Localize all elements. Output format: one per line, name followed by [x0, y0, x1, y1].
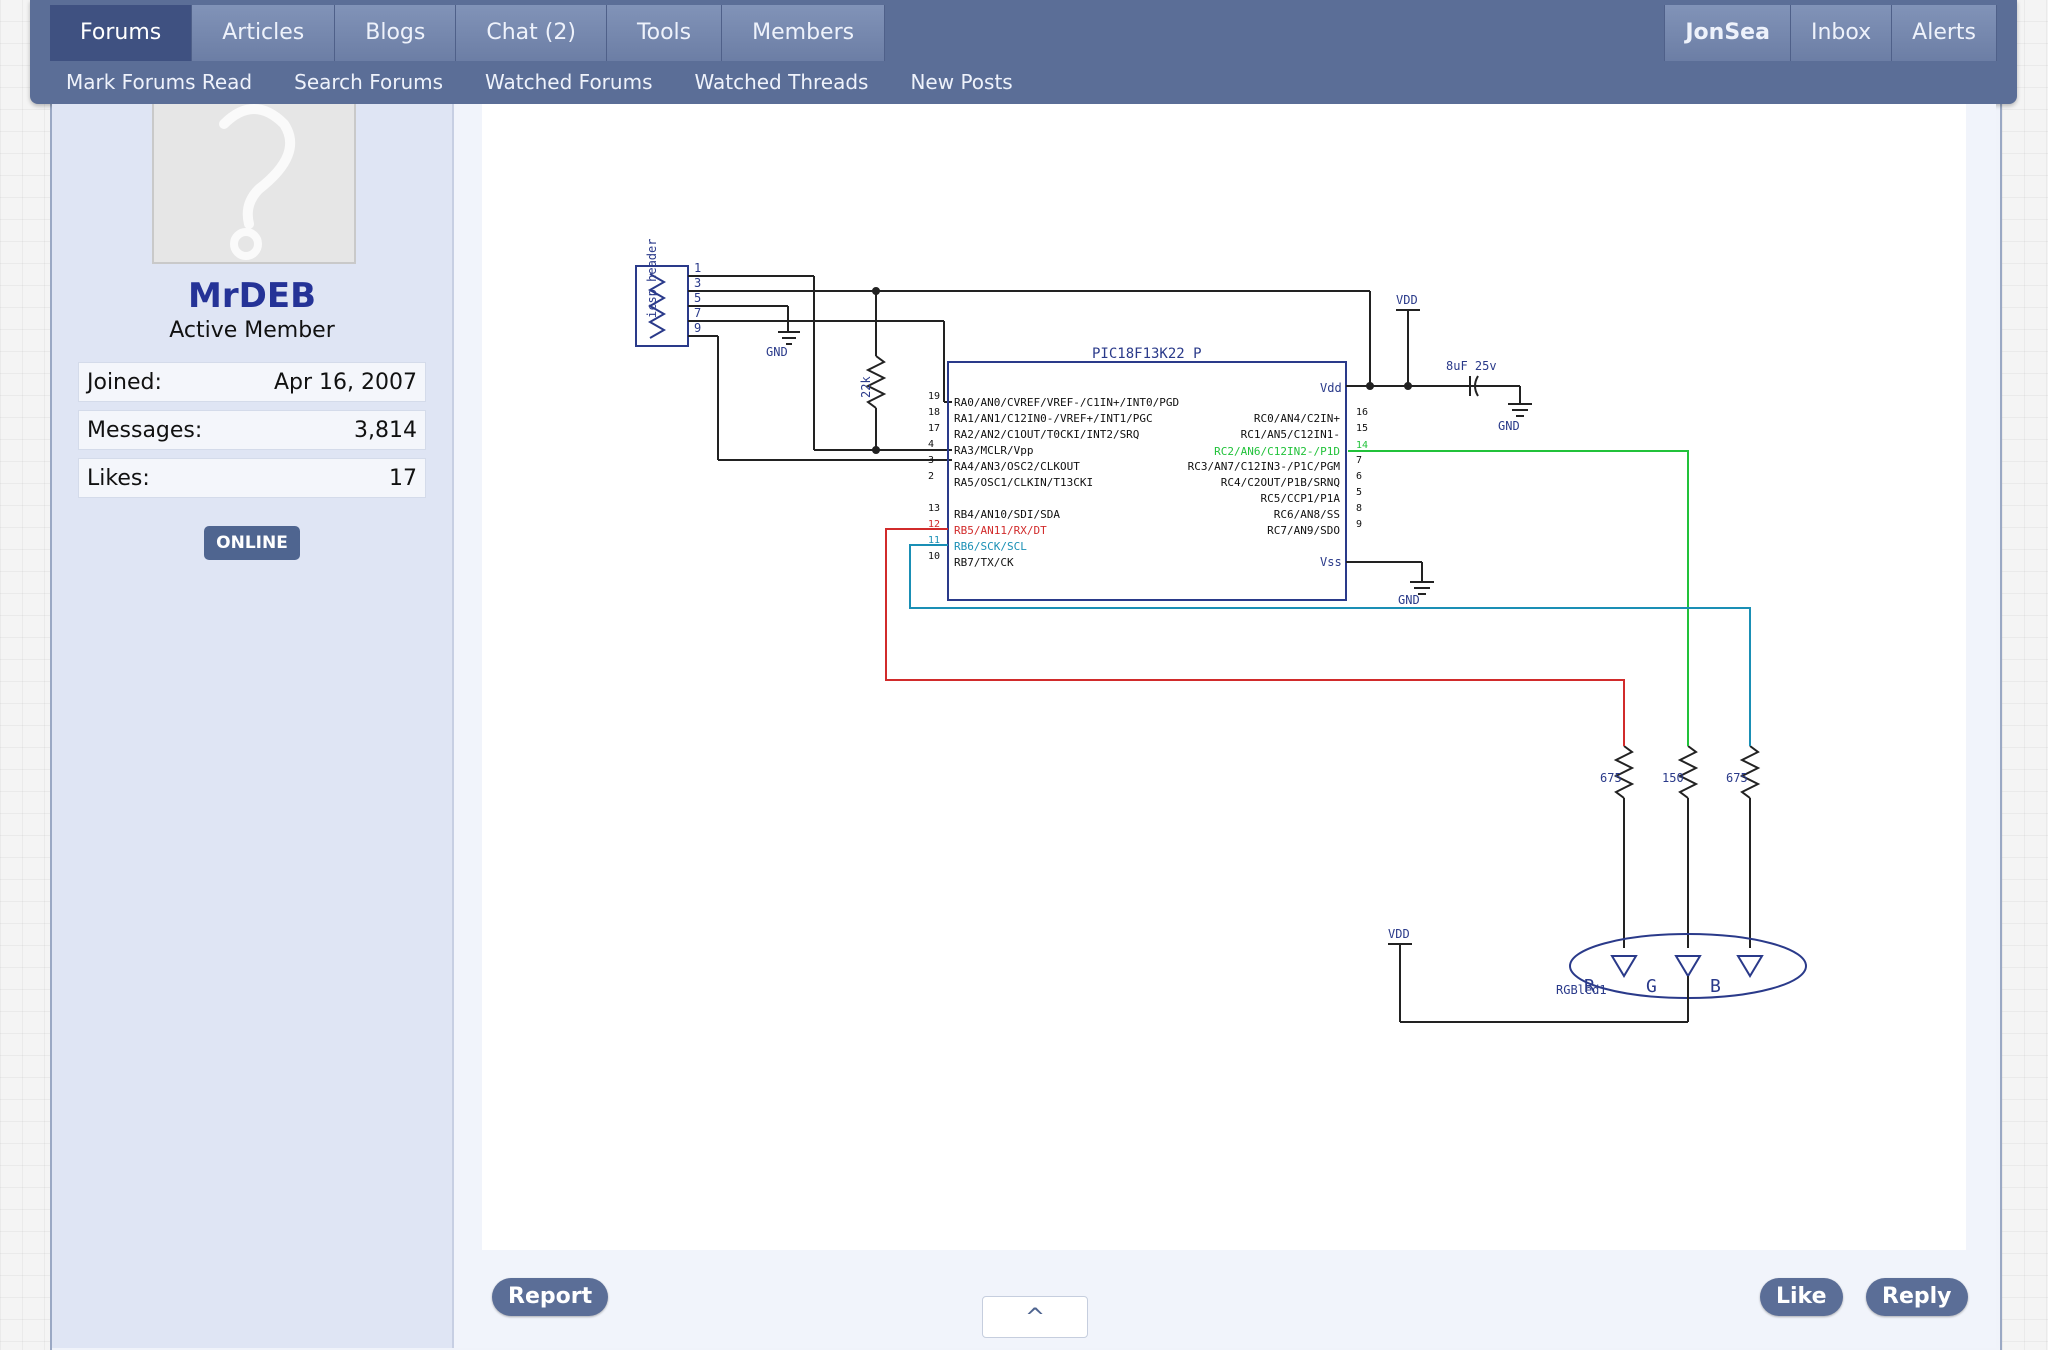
chip-left-pin-number: 4 — [928, 439, 934, 450]
header-pin-1: 1 — [694, 261, 701, 275]
message-user-info: MrDEB Active Member Joined: Apr 16, 2007… — [52, 104, 454, 1348]
forums-subnav: Mark Forums Read Search Forums Watched F… — [66, 64, 1055, 100]
subnav-watched-threads[interactable]: Watched Threads — [694, 70, 869, 94]
chip-right-pin-label: RC2/AN6/C12IN2-/P1D — [1214, 445, 1340, 458]
report-button[interactable]: Report — [492, 1278, 609, 1316]
chip-right-pin-number: 7 — [1356, 455, 1362, 466]
led-label: RGBled1 — [1556, 983, 1607, 997]
schematic-image[interactable]: icsp header 1 3 5 7 9 GND 22k PIC18F13K2… — [482, 104, 1966, 1250]
gnd-vss-label: GND — [1398, 593, 1420, 607]
stat-value[interactable]: 3,814 — [354, 417, 417, 443]
poster-user-title: Active Member — [169, 318, 335, 343]
chip-right-pin-number: 15 — [1356, 423, 1368, 434]
resistor-b-label: 675 — [1726, 771, 1748, 785]
chip-left-pin-number: 2 — [928, 471, 934, 482]
stat-value: Apr 16, 2007 — [273, 369, 417, 395]
header-pin-9: 9 — [694, 321, 701, 335]
header-pin-3: 3 — [694, 276, 701, 290]
stat-joined: Joined: Apr 16, 2007 — [78, 362, 426, 402]
stat-messages: Messages: 3,814 — [78, 410, 426, 450]
tab-members[interactable]: Members — [722, 5, 886, 61]
chevron-up-icon: ^ — [1024, 1303, 1046, 1331]
gnd-cap-label: GND — [1498, 419, 1520, 433]
chip-left-pin-number: 13 — [928, 503, 940, 514]
main-navigation: Forums Articles Blogs Chat (2) Tools Mem… — [30, 0, 2017, 104]
resistor-g-label: 150 — [1662, 771, 1684, 785]
like-button[interactable]: Like — [1760, 1278, 1843, 1316]
chip-right-pin-number: 14 — [1356, 440, 1368, 451]
tab-chat[interactable]: Chat (2) — [456, 5, 607, 61]
chip-left-pin-number: 12 — [928, 519, 940, 530]
header-pin-7: 7 — [694, 306, 701, 320]
stat-label: Joined: — [87, 369, 162, 395]
chip-left-pin-label: RB5/AN11/RX/DT — [954, 524, 1047, 537]
chip-left-pin-label: RA2/AN2/C1OUT/T0CKI/INT2/SRQ — [954, 428, 1139, 441]
pullup-resistor-label: 22k — [859, 376, 873, 398]
chip-left-pin-number: 10 — [928, 551, 940, 562]
chip-left-pin-label: RA5/OSC1/CLKIN/T13CKI — [954, 476, 1093, 489]
stat-value: 17 — [389, 465, 417, 491]
stat-label: Messages: — [87, 417, 203, 443]
chip-left-pin-label: RA3/MCLR/Vpp — [954, 444, 1033, 457]
subnav-mark-forums-read[interactable]: Mark Forums Read — [66, 70, 253, 94]
led-channel-g: G — [1646, 976, 1657, 997]
chip-right-pin-number: 9 — [1356, 519, 1362, 530]
tab-blogs[interactable]: Blogs — [335, 5, 457, 61]
chip-right-pin-number: 8 — [1356, 503, 1362, 514]
poster-username[interactable]: MrDEB — [188, 276, 316, 316]
tab-tools[interactable]: Tools — [606, 5, 723, 61]
reply-button[interactable]: Reply — [1866, 1278, 1968, 1316]
chip-left-pin-label: RB4/AN10/SDI/SDA — [954, 508, 1060, 521]
stat-label: Likes: — [87, 465, 150, 491]
header-pin-5: 5 — [694, 291, 701, 305]
vdd-label: VDD — [1396, 293, 1418, 307]
chip-left-pin-label: RB6/SCK/SCL — [954, 540, 1027, 553]
account-username-link[interactable]: JonSea — [1665, 5, 1791, 61]
chip-left-pin-label: RA1/AN1/C12IN0-/VREF+/INT1/PGC — [954, 412, 1153, 425]
chip-left-pin-number: 17 — [928, 423, 940, 434]
subnav-new-posts[interactable]: New Posts — [910, 70, 1013, 94]
default-avatar-icon — [154, 104, 354, 262]
tab-articles[interactable]: Articles — [192, 5, 336, 61]
chip-left-pin-number: 19 — [928, 391, 940, 402]
subnav-watched-forums[interactable]: Watched Forums — [485, 70, 653, 94]
capacitor-label: 8uF 25v — [1446, 359, 1497, 373]
led-channel-b: B — [1710, 976, 1721, 997]
chip-left-pin-number: 11 — [928, 535, 940, 546]
scroll-to-top-button[interactable]: ^ — [982, 1296, 1088, 1338]
chip-left-pin-label: RB7/TX/CK — [954, 556, 1014, 569]
stat-likes: Likes: 17 — [78, 458, 426, 498]
resistor-r-label: 675 — [1600, 771, 1622, 785]
chip-left-pin-number: 18 — [928, 407, 940, 418]
chip-right-pin-label: RC3/AN7/C12IN3-/P1C/PGM — [1188, 460, 1341, 473]
led-channel-r: R — [1584, 976, 1595, 997]
chip-right-pin-label: RC5/CCP1/P1A — [1261, 492, 1341, 505]
chip-vdd-label: Vdd — [1320, 381, 1342, 395]
tab-forums[interactable]: Forums — [50, 5, 193, 61]
chip-right-pin-label: RC6/AN8/SS — [1274, 508, 1340, 521]
chip-left-pin-label: RA0/AN0/CVREF/VREF-/C1IN+/INT0/PGD — [954, 396, 1179, 409]
chip-right-pin-number: 6 — [1356, 471, 1362, 482]
chip-left-pin-label: RA4/AN3/OSC2/CLKOUT — [954, 460, 1080, 473]
alerts-link[interactable]: Alerts — [1892, 5, 1997, 61]
chip-right-pin-label: RC0/AN4/C2IN+ — [1254, 412, 1340, 425]
chip-left-pin-number: 3 — [928, 455, 934, 466]
gnd-label: GND — [766, 345, 788, 359]
avatar[interactable] — [152, 104, 356, 264]
account-tabs: JonSea Inbox Alerts — [1664, 5, 1997, 61]
icsp-header-label: icsp header — [645, 239, 659, 318]
chip-name-label: PIC18F13K22_P — [1092, 346, 1202, 362]
chip-right-pin-number: 16 — [1356, 407, 1368, 418]
message-content: icsp header 1 3 5 7 9 GND 22k PIC18F13K2… — [482, 104, 1966, 1250]
nav-tabs: Forums Articles Blogs Chat (2) Tools Mem… — [50, 5, 886, 61]
chip-vss-label: Vss — [1320, 555, 1342, 569]
chip-right-pin-label: RC7/AN9/SDO — [1267, 524, 1340, 537]
vdd-led-label: VDD — [1388, 927, 1410, 941]
subnav-search-forums[interactable]: Search Forums — [294, 70, 444, 94]
inbox-link[interactable]: Inbox — [1790, 5, 1893, 61]
chip-right-pin-label: RC4/C2OUT/P1B/SRNQ — [1221, 476, 1340, 489]
chip-right-pin-label: RC1/AN5/C12IN1- — [1241, 428, 1340, 441]
online-status-badge: ONLINE — [204, 526, 300, 560]
chip-right-pin-number: 5 — [1356, 487, 1362, 498]
